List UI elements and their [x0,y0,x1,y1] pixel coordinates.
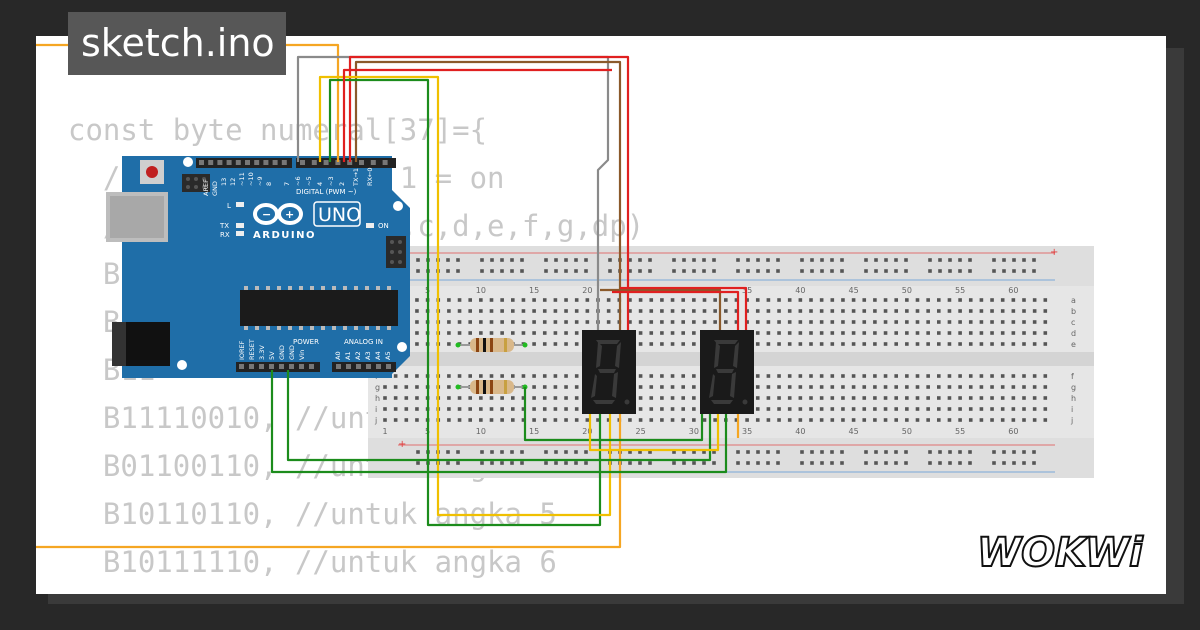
rx-led-label: RX [220,231,230,239]
breadboard-column-number: 60 [1008,286,1018,295]
digital-pin-label: 4 [316,182,324,186]
frame-shadow-right [1166,48,1184,598]
digital-pin-label: ~5 [305,176,313,186]
arduino-logo-text: ARDUINO [253,230,316,241]
breadboard-row-letter: j [1070,416,1073,425]
svg-text:−: − [262,208,271,221]
digital-pin-label: ~10 [247,172,255,186]
digital-pin-label: ~9 [256,176,264,186]
code-line: B10111110, //untuk angka 6 [68,545,557,579]
breadboard-column-number: 15 [529,427,539,436]
breadboard-column-number: 50 [902,427,912,436]
svg-text:+: + [285,208,294,221]
wokwi-logo-text: WOKWi [977,530,1144,576]
digital-pin-label: ~11 [238,172,246,186]
breadboard-column-number: 30 [689,427,699,436]
tx-led-label: TX [219,222,229,230]
breadboard-row-letter: a [1071,296,1076,305]
on-label: ON [378,222,389,230]
resistor-1[interactable] [455,338,528,352]
analog-pin-label: A5 [384,351,392,360]
power-pin-label: 5V [268,351,276,360]
breadboard-row-letter: g [1071,383,1076,392]
l-led-label: L [227,202,231,210]
digital-pin-label: 13 [220,178,228,186]
breadboard-column-number: 55 [955,427,965,436]
breadboard-row-letter: i [1071,405,1073,414]
digital-pin-label: 2 [338,182,346,186]
breadboard-column-number: 15 [529,286,539,295]
breadboard-column-number: 50 [902,286,912,295]
wokwi-logo: WOKWi [975,522,1155,582]
breadboard-column-number: 20 [582,427,592,436]
arduino-model-text: UNO [318,204,361,226]
breadboard-column-number: 40 [795,286,805,295]
analog-pin-label: A2 [354,351,362,360]
breadboard-row-letter: g [375,383,380,392]
digital-pin-label: AREF [202,179,210,196]
svg-text:+: + [398,439,406,450]
breadboard-column-number: 20 [582,286,592,295]
breadboard-row-letter: c [1071,318,1075,327]
breadboard-column-number: 40 [795,427,805,436]
digital-pin-label: GND [211,181,219,196]
breadboard-row-letter: e [1071,340,1076,349]
breadboard-row-letter: h [375,394,380,403]
breadboard-row-letter: b [1071,307,1076,316]
power-pin-label: Vin [298,350,306,360]
wokwi-logo-icon: WOKWi [976,529,1145,577]
power-pin-label: GND [288,345,296,360]
analog-pin-label: A1 [344,351,352,360]
breadboard-column-number: 60 [1008,427,1018,436]
analog-label: ANALOG IN [344,338,383,346]
digital-pin-label: ~6 [294,176,302,186]
digital-pin-label: RX←0 [366,167,374,186]
analog-pin-label: A3 [364,351,372,360]
frame-shadow-bottom [48,594,1184,604]
breadboard-column-number: 45 [849,286,859,295]
digital-label: DIGITAL (PWM ~) [296,188,357,196]
analog-pin-label: A0 [334,351,342,360]
wires [36,43,748,549]
breadboard-column-number: 55 [955,286,965,295]
breadboard-column-number: 35 [742,427,752,436]
power-pin-label: RESET [248,339,256,360]
analog-pin-label: A4 [374,351,382,360]
digital-pin-label: 7 [283,182,291,186]
breadboard-column-number: 10 [476,427,486,436]
power-pin-label: GND [278,345,286,360]
resistor-2[interactable] [455,380,528,394]
breadboard-row-letter: h [1071,394,1076,403]
digital-pin-label: ~3 [327,176,335,186]
breadboard-row-letter: d [1071,329,1076,338]
power-label: POWER [293,338,319,346]
breadboard-column-number: 1 [382,427,387,436]
breadboard-column-number: 10 [476,286,486,295]
digital-pin-label: 12 [229,178,237,186]
file-tab[interactable]: sketch.ino [68,12,286,75]
seven-segment-display-2[interactable] [700,330,754,414]
power-pin-label: 3.3V [258,345,266,360]
digital-pin-label: 8 [265,182,273,186]
breadboard-row-letter: j [374,416,377,425]
breadboard-column-number: 25 [636,427,646,436]
seven-segment-display-1[interactable] [582,330,636,414]
breadboard-row-letter: f [1071,372,1074,381]
arduino-logo-icon [253,203,303,225]
breadboard-column-number: 45 [849,427,859,436]
svg-text:+: + [1050,247,1058,258]
digital-pin-label: TX→1 [352,168,360,187]
power-pin-label: IOREF [238,340,246,360]
code-line: B11100000, //untuk angka 7 [68,586,644,594]
breadboard-row-letter: i [375,405,377,414]
